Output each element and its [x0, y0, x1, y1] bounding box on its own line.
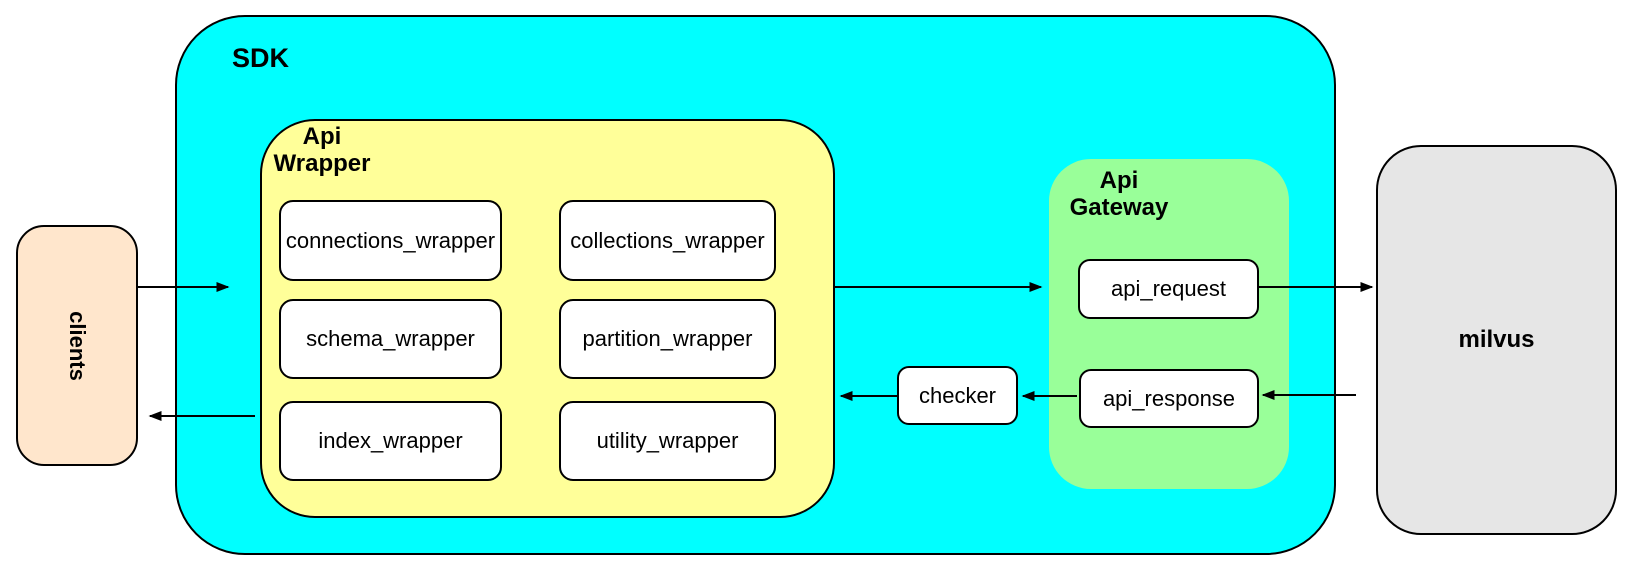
clients-label: clients: [65, 310, 90, 381]
api-gateway-label: Api Gateway: [1069, 167, 1169, 221]
clients-node: clients: [16, 225, 138, 466]
api-wrapper-container: Api Wrapper connections_wrapper collecti…: [260, 119, 835, 518]
wrapper-box-index: index_wrapper: [279, 401, 502, 481]
checker-node: checker: [897, 366, 1018, 425]
wrapper-box-schema: schema_wrapper: [279, 299, 502, 379]
api-request-node: api_request: [1078, 259, 1259, 319]
api-gateway-label-line2: Gateway: [1069, 194, 1169, 221]
milvus-node: milvus: [1376, 145, 1617, 535]
api-wrapper-label-line2: Wrapper: [273, 150, 371, 177]
sdk-container: SDK Api Wrapper connections_wrapper coll…: [175, 15, 1336, 555]
api-wrapper-label: Api Wrapper: [266, 123, 378, 177]
api-gateway-label-line1: Api: [1099, 167, 1139, 194]
wrapper-box-partition: partition_wrapper: [559, 299, 776, 379]
wrapper-box-utility: utility_wrapper: [559, 401, 776, 481]
wrapper-box-connections: connections_wrapper: [279, 200, 502, 281]
api-wrapper-label-line1: Api: [302, 123, 342, 150]
api-response-node: api_response: [1079, 369, 1259, 428]
wrapper-box-collections: collections_wrapper: [559, 200, 776, 281]
sdk-label: SDK: [232, 43, 290, 73]
api-gateway-container: Api Gateway api_request api_response: [1049, 159, 1289, 489]
